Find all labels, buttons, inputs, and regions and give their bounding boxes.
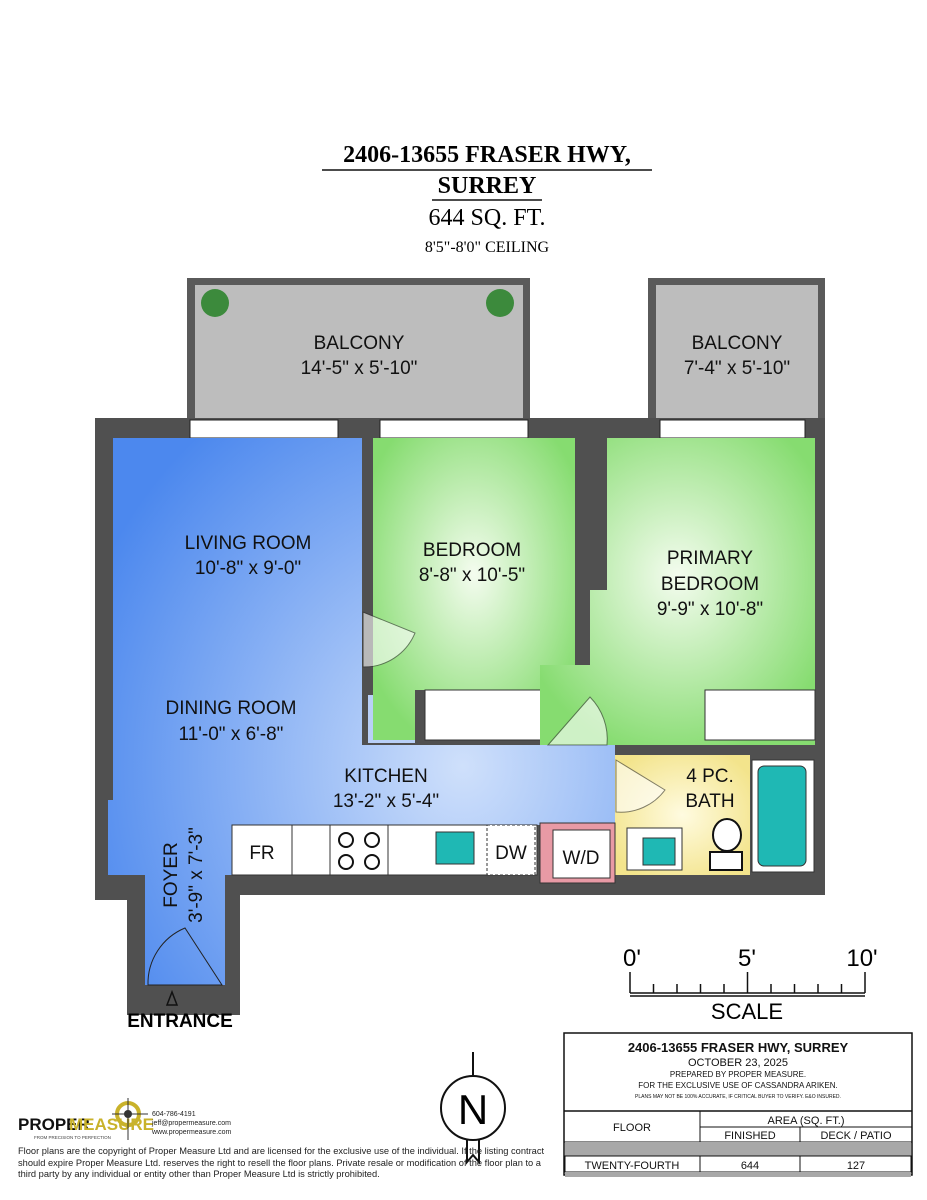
bedroom-name: BEDROOM — [423, 540, 521, 561]
bedroom-door — [362, 611, 416, 668]
area-heading: 644 SQ. FT. — [429, 205, 546, 231]
primary-closet — [704, 689, 816, 741]
scale-tick-10: 10' — [846, 945, 877, 972]
row-floor: TWENTY-FOURTH — [585, 1160, 680, 1172]
balcony-2: BALCONY 7'-4" x 5'-10" — [648, 278, 825, 420]
bath-door — [615, 759, 666, 813]
primary-name-1: PRIMARY — [667, 548, 754, 569]
entrance-door — [147, 927, 223, 986]
row-deck: 127 — [847, 1160, 865, 1172]
address-line1: 2406-13655 FRASER HWY, — [343, 142, 631, 168]
window — [189, 419, 339, 439]
copyright-notice: Floor plans are the copyright of Proper … — [18, 1146, 545, 1179]
window — [659, 419, 806, 439]
balcony-1-size: 14'-5" x 5'-10" — [301, 358, 418, 379]
toilet-icon — [712, 818, 742, 852]
phone: 604-786-4191 — [152, 1111, 196, 1118]
address-line2: SURREY — [438, 173, 537, 199]
entrance-arrow-icon — [165, 989, 179, 1006]
row-finished: 644 — [741, 1160, 759, 1172]
info-title: 2406-13655 FRASER HWY, SURREY — [628, 1040, 849, 1055]
living-dining-kitchen — [108, 438, 615, 985]
dining-room-name: DINING ROOM — [166, 698, 297, 719]
primary-door — [546, 696, 608, 746]
info-exclusive: FOR THE EXCLUSIVE USE OF CASSANDRA ARIKE… — [638, 1081, 837, 1090]
kitchen-size: 13'-2" x 5'-4" — [333, 791, 439, 812]
bedroom-size: 8'-8" x 10'-5" — [419, 565, 525, 586]
dishwasher — [486, 824, 536, 876]
foyer-name: FOYER — [161, 842, 182, 907]
bathtub-basin — [757, 765, 807, 867]
plant-icon — [486, 289, 514, 317]
logo-word2: MEASURE — [69, 1115, 154, 1134]
fridge — [231, 824, 293, 876]
balcony-1: BALCONY 14'-5" x 5'-10" — [187, 278, 530, 420]
balcony-1-name: BALCONY — [314, 333, 405, 354]
scale-bar: 0' 5' 10' SCALE — [623, 945, 878, 1024]
proper-measure-logo: PROPER MEASURE FROM PRECISION TO PERFECT… — [18, 1098, 154, 1140]
info-date: OCTOBER 23, 2025 — [688, 1057, 788, 1069]
plan-header: 2406-13655 FRASER HWY, SURREY 644 SQ. FT… — [322, 142, 652, 256]
entrance-label: ENTRANCE — [127, 1011, 233, 1032]
primary-bedroom — [540, 438, 815, 745]
washer-dryer-label: W/D — [563, 848, 600, 869]
foyer-size: 3'-9" x 7'-3" — [186, 827, 207, 923]
dining-room-size: 11'-0" x 6'-8" — [179, 724, 284, 745]
ceiling-height: 8'5"-8'0" CEILING — [425, 239, 550, 256]
col-area: AREA (SQ. FT.) — [767, 1115, 844, 1127]
contact-info: 604-786-4191 jeff@propermeasure.com www.… — [152, 1110, 231, 1137]
stove — [329, 824, 389, 876]
bath-name-2: BATH — [685, 791, 734, 812]
bedroom — [373, 438, 575, 740]
scale-tick-5: 5' — [738, 945, 756, 972]
website-link[interactable]: www.propermeasure.com — [152, 1129, 232, 1136]
compass-label: N — [458, 1086, 488, 1133]
primary-size: 9'-9" x 10'-8" — [657, 599, 763, 620]
living-room-name: LIVING ROOM — [185, 533, 312, 554]
col-floor: FLOOR — [613, 1122, 651, 1134]
info-box: 2406-13655 FRASER HWY, SURREY OCTOBER 23… — [563, 1032, 913, 1177]
bath-name-1: 4 PC. — [686, 766, 734, 787]
kitchen-sink — [435, 831, 475, 865]
living-room-size: 10'-8" x 9'-0" — [195, 558, 301, 579]
balcony-2-size: 7'-4" x 5'-10" — [684, 358, 790, 379]
email-link[interactable]: jeff@propermeasure.com — [152, 1120, 231, 1127]
fridge-label: FR — [249, 843, 274, 864]
info-disclaimer: PLANS MAY NOT BE 100% ACCURATE, IF CRITI… — [635, 1094, 841, 1100]
logo-word1: PROPER — [18, 1115, 90, 1134]
north-compass-icon: N — [440, 1052, 506, 1165]
scale-label: SCALE — [711, 999, 783, 1024]
bath-sink — [642, 837, 676, 866]
primary-name-2: BEDROOM — [661, 574, 759, 595]
info-prepared: PREPARED BY PROPER MEASURE. — [670, 1070, 806, 1079]
window — [379, 419, 529, 439]
logo-tagline: FROM PRECISION TO PERFECTION — [34, 1135, 111, 1140]
col-finished: FINISHED — [724, 1130, 775, 1142]
dishwasher-label: DW — [495, 843, 527, 864]
balcony-2-name: BALCONY — [692, 333, 783, 354]
kitchen-name: KITCHEN — [344, 766, 427, 787]
plant-icon — [201, 289, 229, 317]
col-deck: DECK / PATIO — [820, 1130, 892, 1142]
scale-tick-0: 0' — [623, 945, 641, 972]
